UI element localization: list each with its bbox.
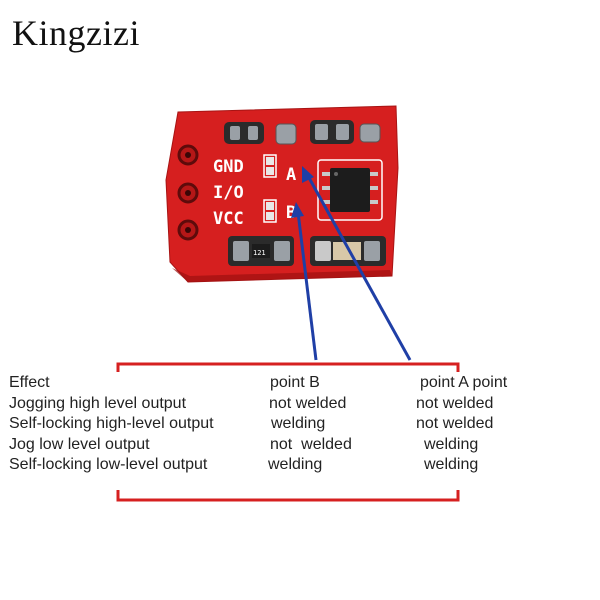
row-point-a: not welded [416, 395, 494, 412]
table-header-row: Effect point B point A point [0, 374, 600, 394]
label-vcc: VCC [213, 209, 244, 229]
label-io: I/O [213, 183, 244, 203]
row-effect: Self-locking low-level output [9, 456, 208, 473]
label-a: A [286, 165, 296, 185]
row-point-b: welding [268, 456, 323, 473]
jumper-b [263, 199, 277, 223]
row-point-a: welding [424, 456, 479, 473]
table-row: Self-locking low-level output welding we… [0, 456, 600, 476]
row-point-a: welding [424, 436, 479, 453]
header-point-b: point B [270, 374, 320, 391]
resistor-code: 121 [253, 249, 266, 257]
ic-chip [317, 159, 383, 221]
brand-title: Kingzizi [12, 13, 140, 53]
row-point-a: not welded [416, 415, 494, 432]
table-row: Jog low level output not welded welding [0, 436, 600, 456]
header-effect: Effect [9, 374, 50, 391]
pcb-shadow [172, 268, 392, 282]
header-point-a: point A point [420, 374, 508, 391]
row-point-b: not welded [269, 395, 347, 412]
top-pads [224, 120, 381, 145]
pin-holes [177, 144, 199, 241]
row-effect: Jog low level output [9, 436, 150, 453]
arrow-point-b [291, 202, 318, 361]
label-b: B [286, 203, 296, 223]
row-point-b: welding [271, 415, 326, 432]
row-effect: Jogging high level output [9, 395, 187, 412]
jumper-a [263, 154, 277, 178]
table-row: Jogging high level output not welded not… [0, 395, 600, 415]
row-effect: Self-locking high-level output [9, 415, 214, 432]
label-gnd: GND [213, 157, 244, 177]
arrow-point-a [302, 166, 412, 361]
row-point-b: not welded [270, 436, 352, 453]
table-row: Self-locking high-level output welding n… [0, 415, 600, 435]
